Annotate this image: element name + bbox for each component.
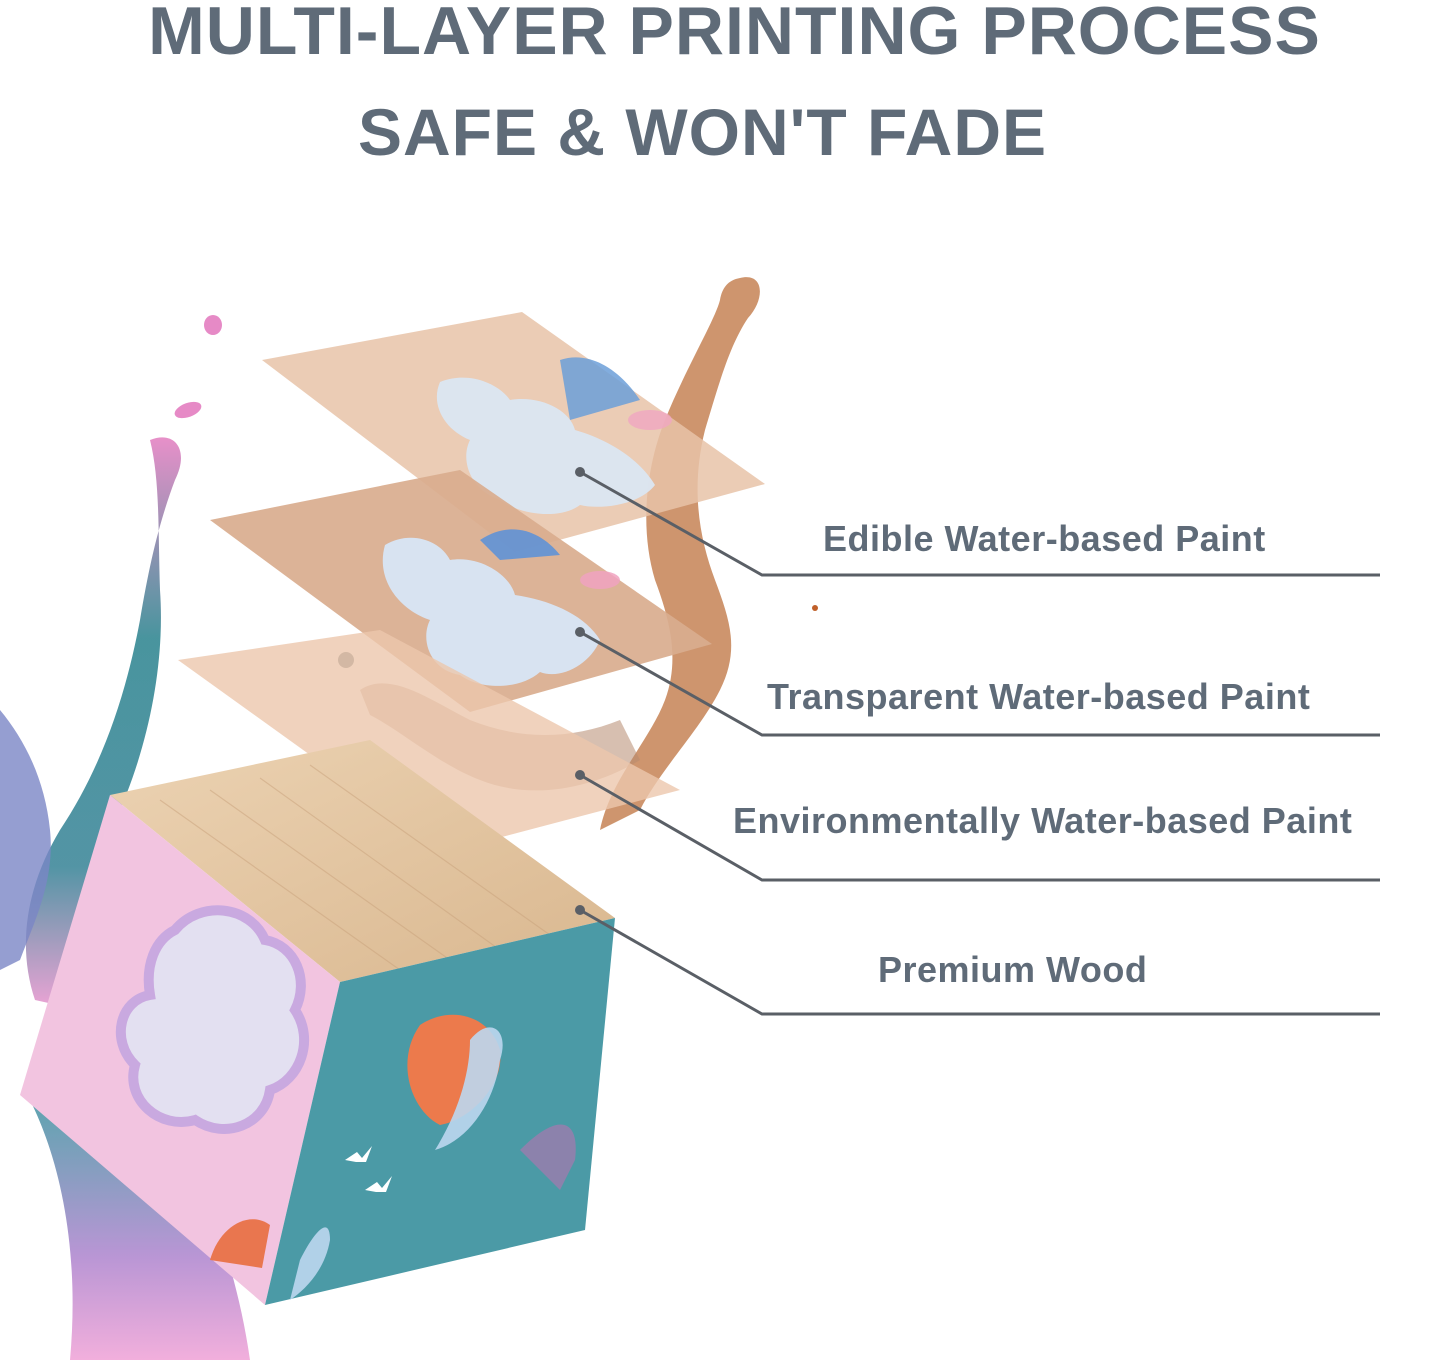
paint-splash-left xyxy=(0,315,250,1360)
label-edible-paint: Edible Water-based Paint xyxy=(823,518,1266,559)
layer-transparent-sheet xyxy=(210,470,712,712)
label-premium-wood: Premium Wood xyxy=(878,949,1148,990)
leader-dots xyxy=(575,467,585,915)
layer-environmental-sheet xyxy=(178,630,680,852)
heading-line-2: SAFE & WON'T FADE xyxy=(357,95,1048,169)
heading-line-1: MULTI-LAYER PRINTING PROCESS xyxy=(148,0,1321,69)
layer-edible-sheet xyxy=(262,312,765,552)
label-environmental-paint: Environmentally Water-based Paint xyxy=(733,800,1353,841)
label-transparent-paint: Transparent Water-based Paint xyxy=(767,676,1311,717)
wood-cube xyxy=(20,740,615,1305)
leader-lines xyxy=(579,470,1380,1016)
